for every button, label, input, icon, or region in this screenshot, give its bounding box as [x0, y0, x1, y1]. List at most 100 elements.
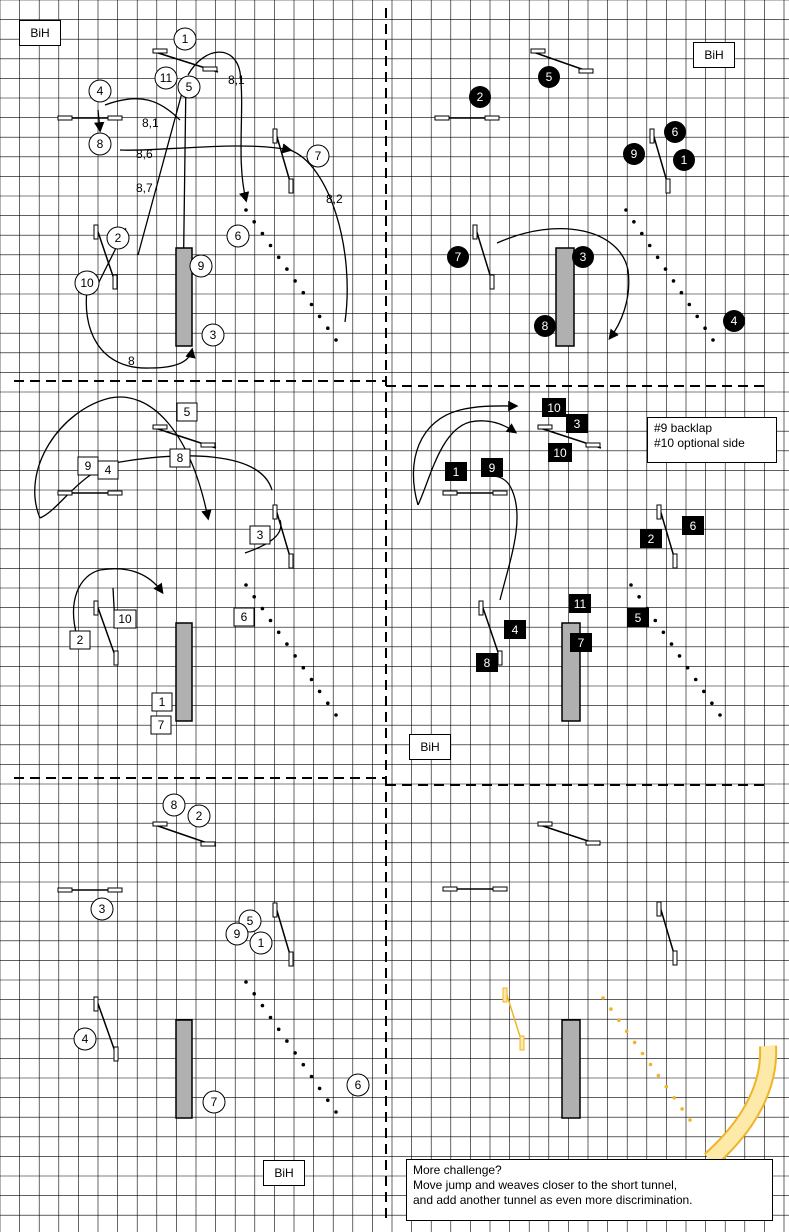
weave-poles — [244, 583, 338, 717]
weave-pole — [309, 302, 314, 307]
weave-poles-highlighted — [601, 996, 692, 1122]
obstacle-jump — [656, 504, 678, 569]
svg-text:8: 8 — [484, 656, 491, 670]
svg-text:6: 6 — [690, 519, 697, 533]
weave-pole — [268, 1015, 273, 1020]
marker-3: 3 — [566, 414, 588, 433]
weave-pole — [640, 231, 644, 236]
marker-9: 9 — [225, 922, 249, 946]
weave-pole — [252, 992, 256, 996]
obstacle-jump — [93, 600, 119, 666]
handler-path-mid — [417, 420, 518, 506]
svg-text:3: 3 — [580, 250, 587, 264]
svg-text:10: 10 — [553, 446, 567, 460]
path-label-8-1-top: 8,1 — [228, 73, 245, 87]
tunnel — [561, 1019, 581, 1119]
marker-10: 10 — [113, 609, 137, 629]
course-5: 8 2 3 5 9 1 4 6 7 — [57, 793, 370, 1119]
weave-pole — [334, 713, 338, 717]
svg-text:1: 1 — [258, 936, 265, 950]
weave-pole — [672, 1096, 676, 1100]
marker-5: 5 — [538, 66, 560, 88]
weave-pole — [301, 290, 306, 295]
path-label-8-2: 8,2 — [326, 192, 343, 206]
weave-pole — [601, 996, 605, 1000]
weave-pole — [252, 595, 256, 599]
svg-text:6: 6 — [355, 1078, 362, 1092]
weave-pole — [703, 326, 707, 331]
marker-2: 2 — [469, 86, 491, 108]
weave-pole — [268, 618, 273, 623]
svg-text:8: 8 — [177, 451, 184, 465]
weave-pole — [293, 279, 297, 283]
weave-pole — [679, 290, 684, 295]
marker-10: 10 — [542, 398, 566, 417]
weave-pole — [664, 1084, 669, 1089]
weave-pole — [293, 1051, 297, 1055]
svg-text:11: 11 — [574, 597, 587, 611]
weave-pole — [677, 654, 682, 658]
course-4: 10 3 10 1 9 6 2 11 5 4 7 8 — [412, 398, 722, 722]
svg-text:6: 6 — [241, 610, 248, 624]
challenge-line-3: and add another tunnel as even more disc… — [413, 1193, 693, 1207]
weave-pole — [326, 1098, 330, 1102]
obstacle-jump — [442, 886, 508, 892]
obstacle-jump — [530, 48, 594, 74]
svg-text:9: 9 — [489, 461, 496, 475]
svg-text:8: 8 — [171, 798, 178, 812]
svg-text:10: 10 — [80, 276, 94, 290]
obstacle-jump — [57, 115, 123, 121]
svg-text:9: 9 — [85, 459, 92, 473]
marker-8: 8 — [476, 653, 498, 672]
marker-9: 9 — [77, 456, 99, 476]
weave-pole — [276, 630, 281, 635]
handler-path — [496, 227, 630, 341]
path-label-8: 8 — [128, 354, 135, 368]
svg-text:4: 4 — [731, 314, 738, 328]
svg-text:9: 9 — [234, 927, 241, 941]
marker-6: 6 — [233, 607, 255, 627]
weave-pole — [609, 1007, 613, 1011]
marker-11: 11 — [154, 66, 178, 90]
marker-6: 6 — [664, 121, 686, 143]
obstacle-jump — [57, 887, 123, 893]
weave-pole — [244, 583, 248, 587]
weave-pole — [252, 220, 256, 224]
weave-pole — [624, 208, 628, 212]
svg-text:3: 3 — [574, 417, 581, 431]
note-backlap: #9 backlap #10 optional side — [647, 417, 777, 463]
marker-2: 2 — [187, 804, 211, 828]
obstacle-jump — [152, 424, 217, 449]
weave-pole — [647, 243, 652, 248]
marker-7: 7 — [447, 246, 469, 268]
weave-pole — [268, 243, 273, 248]
weave-pole — [655, 255, 660, 260]
weave-pole — [685, 665, 690, 670]
weave-pole — [632, 220, 636, 224]
svg-text:2: 2 — [77, 633, 84, 647]
challenge-line-1: More challenge? — [413, 1163, 502, 1177]
weave-pole — [632, 1040, 637, 1045]
obstacle-jump — [93, 996, 119, 1062]
tunnel — [555, 247, 575, 347]
marker-1: 1 — [151, 692, 173, 712]
weave-pole — [326, 701, 330, 705]
weave-pole — [710, 701, 714, 705]
weave-pole — [624, 1029, 629, 1034]
obstacle-jump — [537, 424, 602, 449]
marker-9: 9 — [481, 458, 503, 477]
svg-text:5: 5 — [635, 611, 642, 625]
svg-text:7: 7 — [315, 149, 322, 163]
weave-pole — [688, 1118, 692, 1122]
svg-text:6: 6 — [672, 125, 679, 139]
marker-3: 3 — [90, 897, 114, 921]
svg-text:11: 11 — [160, 71, 173, 85]
weave-pole — [653, 618, 658, 623]
marker-4: 4 — [88, 79, 112, 103]
svg-text:3: 3 — [210, 328, 217, 342]
weave-pole — [317, 689, 322, 694]
marker-6: 6 — [346, 1073, 370, 1097]
marker-10: 10 — [548, 443, 572, 462]
